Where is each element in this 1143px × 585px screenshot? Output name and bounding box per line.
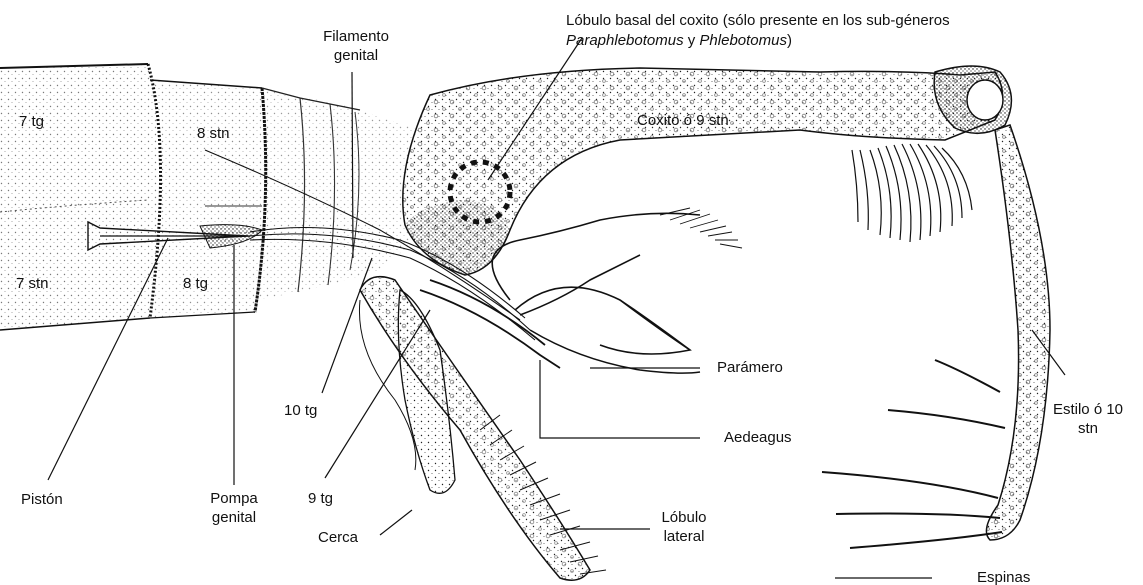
label-y: y: [684, 32, 700, 49]
style-spines: [822, 360, 1005, 548]
coxite-setae-tuft: [852, 144, 972, 242]
label-paramero: Parámero: [717, 358, 783, 377]
label-lobulo-basal-line1: Lóbulo basal del coxito (sólo presente e…: [566, 12, 950, 29]
label-filamento-genital-line2: genital: [318, 46, 394, 65]
style: [986, 125, 1050, 540]
label-close-paren: ): [787, 32, 792, 49]
label-estilo-line1: Estilo ó 10: [1040, 400, 1136, 419]
label-8-stn: 8 stn: [197, 124, 230, 143]
label-filamento-genital-line1: Filamento: [318, 27, 394, 46]
label-pompa-genital-line2: genital: [198, 508, 270, 527]
label-filamento-genital: Filamento genital: [318, 27, 394, 65]
label-pompa-genital-line1: Pompa: [198, 489, 270, 508]
label-estilo-line2: stn: [1040, 419, 1136, 438]
label-8-tg: 8 tg: [183, 274, 208, 293]
paramere: [492, 213, 700, 373]
label-lobulo-basal-subgenera: Paraphlebotomus y Phlebotomus): [566, 31, 792, 50]
lateral-lobe: [360, 277, 590, 581]
label-estilo: Estilo ó 10 stn: [1040, 400, 1136, 438]
label-coxito: Coxito ó 9 stn: [637, 111, 729, 130]
label-7-tg: 7 tg: [19, 112, 44, 131]
label-paraphlebotomus: Paraphlebotomus: [566, 32, 684, 49]
label-pompa-genital: Pompa genital: [198, 489, 270, 527]
label-9-tg: 9 tg: [308, 489, 333, 508]
label-phlebotomus: Phlebotomus: [699, 32, 787, 49]
label-7-stn: 7 stn: [16, 274, 49, 293]
label-espinas: Espinas: [977, 568, 1030, 585]
label-aedeagus: Aedeagus: [724, 428, 792, 447]
label-cerca: Cerca: [318, 528, 358, 547]
label-10-tg: 10 tg: [284, 401, 317, 420]
segment-9: [255, 88, 420, 300]
label-lobulo-lateral-line1: Lóbulo: [652, 508, 716, 527]
label-lobulo-basal: Lóbulo basal del coxito (sólo presente e…: [566, 11, 950, 30]
label-lobulo-lateral-line2: lateral: [652, 527, 716, 546]
label-lobulo-lateral: Lóbulo lateral: [652, 508, 716, 546]
label-piston: Pistón: [21, 490, 63, 509]
cercus: [359, 290, 455, 493]
